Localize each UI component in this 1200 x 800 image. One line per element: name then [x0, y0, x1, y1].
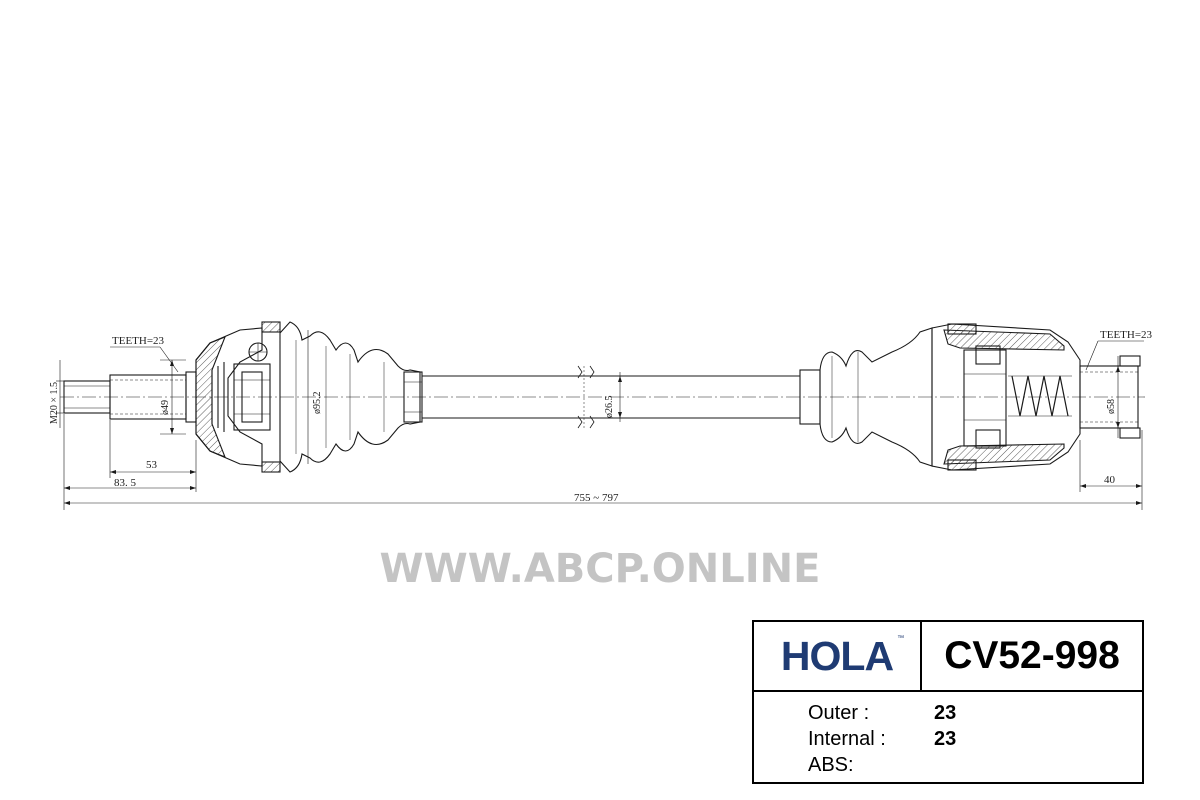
- dim-40: 40: [1104, 474, 1116, 486]
- teeth-inner-label: TEETH=23: [1100, 329, 1153, 341]
- cv-axle-drawing: TEETH=23 TEETH=23 M20 × 1.5 ø49 ø95.2 ø2…: [49, 321, 1153, 510]
- abs-label: ABS:: [808, 754, 854, 776]
- inner-diameter-label: ø58: [1106, 399, 1117, 414]
- inner-spline: [1079, 365, 1139, 429]
- part-number-cell: CV52-998: [922, 622, 1142, 692]
- internal-value: 23: [934, 728, 957, 750]
- joint-diameter-label: ø95.2: [312, 392, 323, 415]
- shaft-diameter-label: ø26.5: [604, 396, 615, 419]
- part-number: CV52-998: [944, 634, 1120, 677]
- dim-83-5: 83. 5: [114, 477, 137, 489]
- outer-cv-cage: [233, 363, 271, 431]
- watermark: WWW.ABCP.ONLINE: [379, 546, 821, 592]
- outer-label: Outer :: [808, 702, 870, 724]
- tripod-roller: [963, 349, 1007, 447]
- spline-diameter-label: ø49: [160, 400, 171, 415]
- outer-value: 23: [934, 702, 957, 724]
- dim-total-length: 755 ~ 797: [574, 492, 619, 504]
- inner-cv-housing: [931, 323, 1081, 471]
- teeth-outer-label: TEETH=23: [112, 335, 165, 347]
- plunge-spring: [1011, 375, 1069, 417]
- dim-53: 53: [146, 459, 158, 471]
- thread-label: M20 × 1.5: [49, 382, 60, 424]
- internal-label: Internal :: [808, 728, 886, 750]
- trademark-mark: ™: [897, 634, 904, 642]
